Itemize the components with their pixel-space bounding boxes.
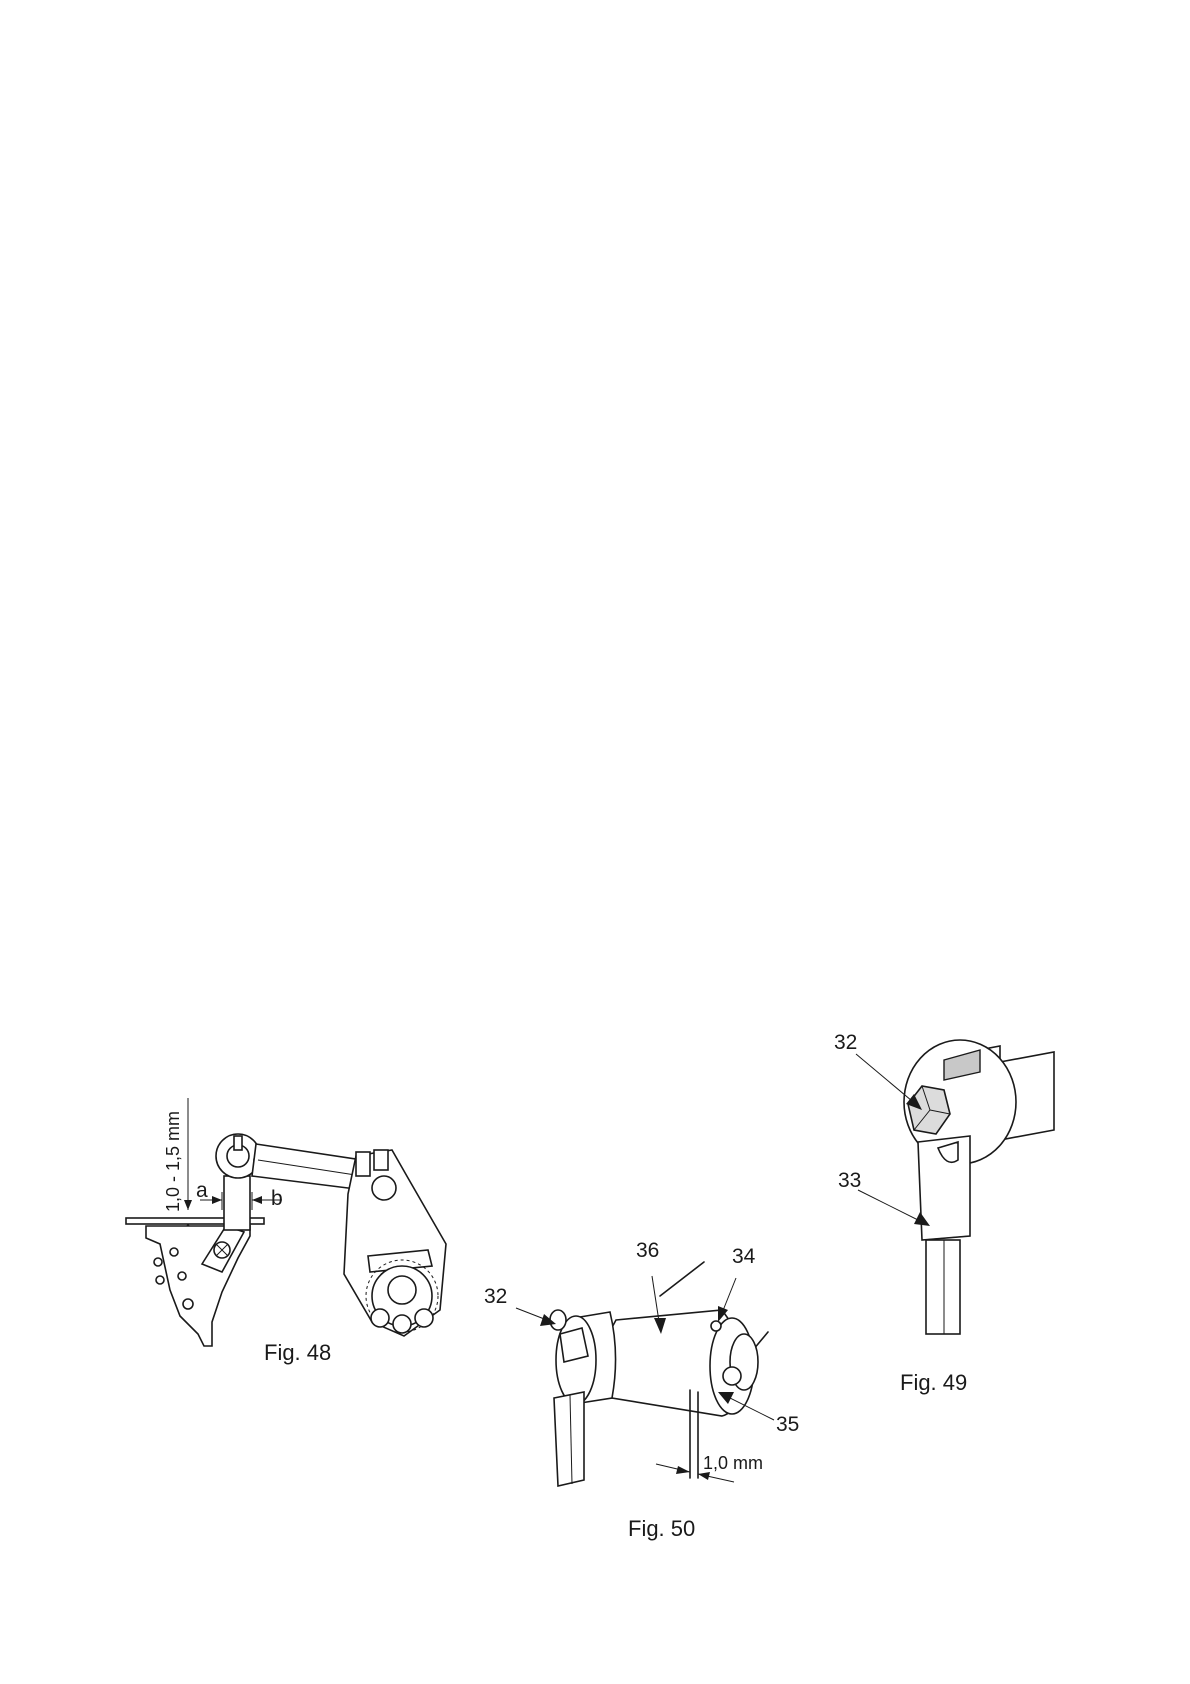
fig50-callout-36: 36 [636, 1240, 659, 1261]
fig50-callout-34: 34 [732, 1246, 755, 1267]
fig48-label-b: b [271, 1188, 283, 1209]
fig50-callout-35: 35 [776, 1414, 799, 1435]
fig49-drawing [856, 1040, 1054, 1334]
fig49-caption: Fig. 49 [900, 1372, 967, 1394]
fig48-vertical-dimension: 1,0 - 1,5 mm [164, 1111, 182, 1212]
fig50-caption: Fig. 50 [628, 1518, 695, 1540]
fig49-callout-32: 32 [834, 1032, 857, 1053]
fig49-callout-33: 33 [838, 1170, 861, 1191]
fig50-gap-dimension: 1,0 mm [703, 1454, 763, 1472]
fig48-caption: Fig. 48 [264, 1342, 331, 1364]
fig50-callout-32: 32 [484, 1286, 507, 1307]
fig48-label-a: a [196, 1180, 208, 1201]
